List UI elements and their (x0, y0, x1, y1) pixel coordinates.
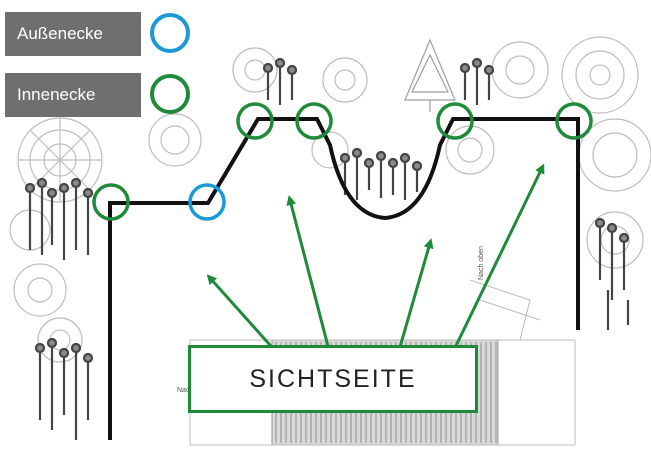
sichtseite-label: SICHTSEITE (188, 345, 478, 413)
inner-corner-marker (436, 102, 474, 140)
legend-inner-corner-label: Innenecke (17, 85, 96, 104)
flower-icon (24, 57, 630, 440)
conifer-icon (404, 38, 456, 112)
fence-outline (108, 117, 580, 440)
inner-corner-marker (236, 102, 274, 140)
left-small-label: Nac (177, 387, 190, 394)
inner-corner-legend-icon (150, 74, 190, 114)
nach-oben-label: Nach oben (478, 246, 485, 280)
outer-corner-legend-icon (150, 13, 190, 53)
inner-corner-marker (555, 102, 593, 140)
inner-corner-marker (92, 183, 130, 221)
arrow-icon (206, 163, 545, 356)
legend-outer-corner-label: Außenecke (17, 24, 103, 43)
legend-outer-corner: Außenecke (5, 12, 141, 56)
legend-inner-corner: Innenecke (5, 73, 141, 117)
corner-markers (92, 102, 593, 221)
inner-corner-marker (295, 102, 333, 140)
sichtseite-text: SICHTSEITE (249, 365, 417, 393)
outer-corner-marker (188, 183, 226, 221)
